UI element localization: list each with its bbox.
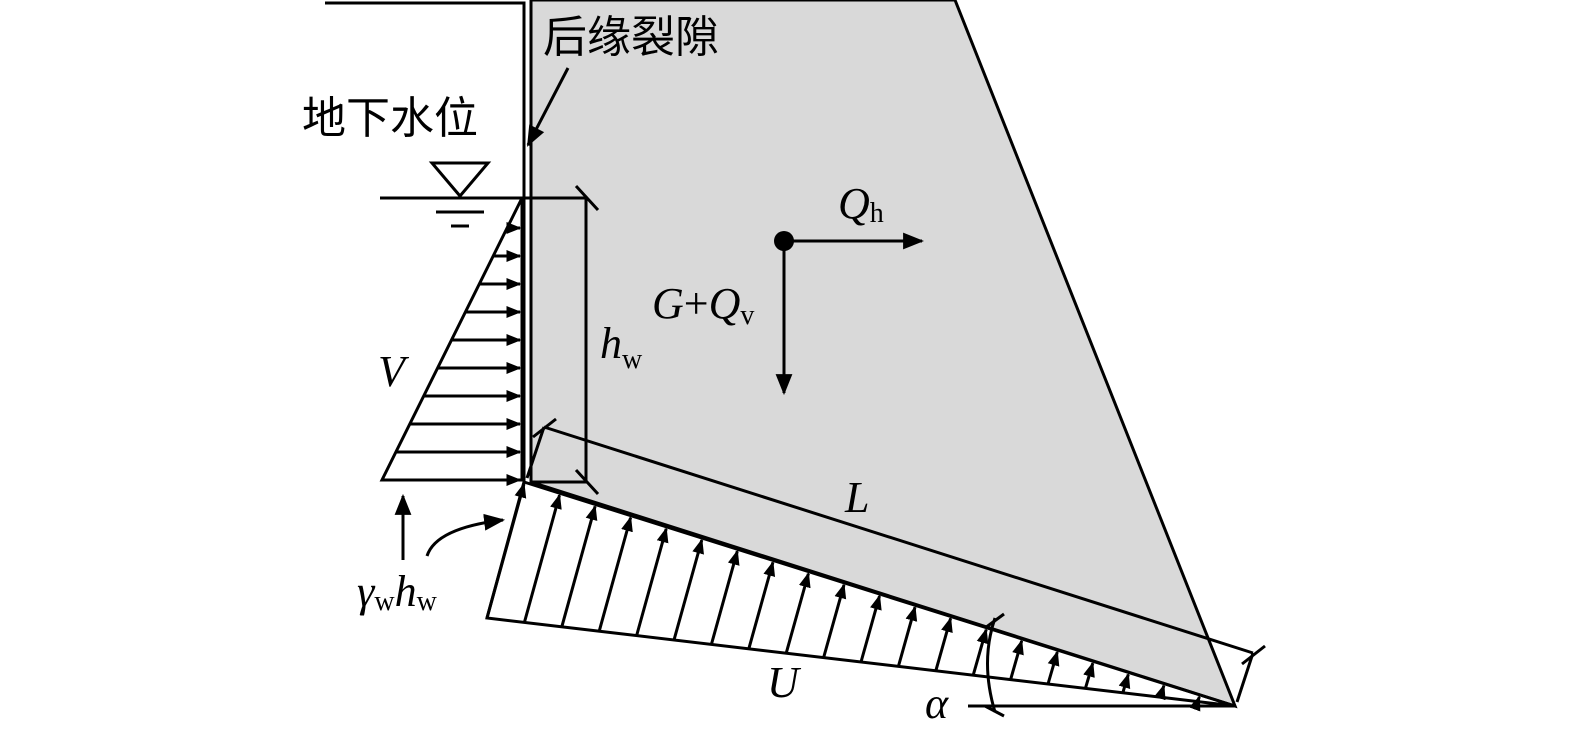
- U-pressure-arrow: [1189, 695, 1201, 712]
- hw-dimension-line: [531, 196, 588, 484]
- tension-crack-label: 后缘裂隙: [543, 12, 719, 63]
- water-level-symbol: [428, 161, 492, 199]
- L-dimension-line: [543, 425, 1254, 655]
- L-dimension-tick-left: [532, 417, 557, 439]
- Qh-label: Qh: [838, 179, 884, 229]
- U-pressure-arrow: [709, 549, 740, 645]
- L-dimension-leg-right: [1235, 652, 1255, 703]
- U-pressure-arrow: [560, 504, 598, 628]
- hw-dimension-tick-bottom: [574, 468, 600, 496]
- gamma-curved-arrow: [425, 513, 506, 557]
- V-pressure-arrows: [382, 222, 522, 486]
- U-pressure-arrow: [1046, 650, 1060, 685]
- U-pressure-arrow: [522, 493, 562, 623]
- V-label: V: [378, 347, 410, 396]
- L-dimension-tick-right: [1241, 644, 1266, 666]
- U-pressure-arrow: [822, 583, 847, 659]
- U-pressure-arrow: [1009, 639, 1024, 681]
- L-dimension-leg-left: [525, 426, 546, 479]
- L-label: L: [844, 473, 869, 522]
- alpha-arc-tick-top: [984, 612, 1005, 630]
- U-pressure-arrow: [1083, 661, 1095, 689]
- U-pressure-arrows: [485, 482, 1201, 712]
- U-pressure-arrow: [971, 628, 989, 676]
- gamma-w-hw-label: γwhw: [357, 567, 438, 617]
- U-label: U: [767, 658, 802, 707]
- U-pressure-arrow: [485, 482, 527, 619]
- groundwater-level-label: 地下水位: [302, 93, 478, 144]
- hw-label: hw: [600, 319, 643, 375]
- U-pressure-arrow: [747, 560, 776, 650]
- U-pressure-arrow: [635, 527, 669, 637]
- crack-leader-arrow: [526, 67, 570, 147]
- hw-dimension-tick-top: [574, 184, 600, 212]
- G-Qv-label: G+Qv: [652, 279, 754, 331]
- alpha-label: α: [925, 679, 949, 728]
- U-pressure-arrow: [784, 572, 811, 654]
- alpha-arc-tick-bottom: [984, 704, 1005, 718]
- U-pressure-arrow: [934, 616, 953, 672]
- U-pressure-arrow: [896, 605, 918, 667]
- U-pressure-arrow: [597, 516, 633, 632]
- U-pressure-arrow: [1118, 672, 1131, 694]
- U-pressure-arrow: [859, 594, 882, 663]
- alpha-angle-arc: [986, 617, 997, 713]
- ground-surface-line: [325, 1, 526, 482]
- U-pressure-arrow: [1154, 684, 1166, 701]
- U-pressure-arrow: [672, 538, 704, 641]
